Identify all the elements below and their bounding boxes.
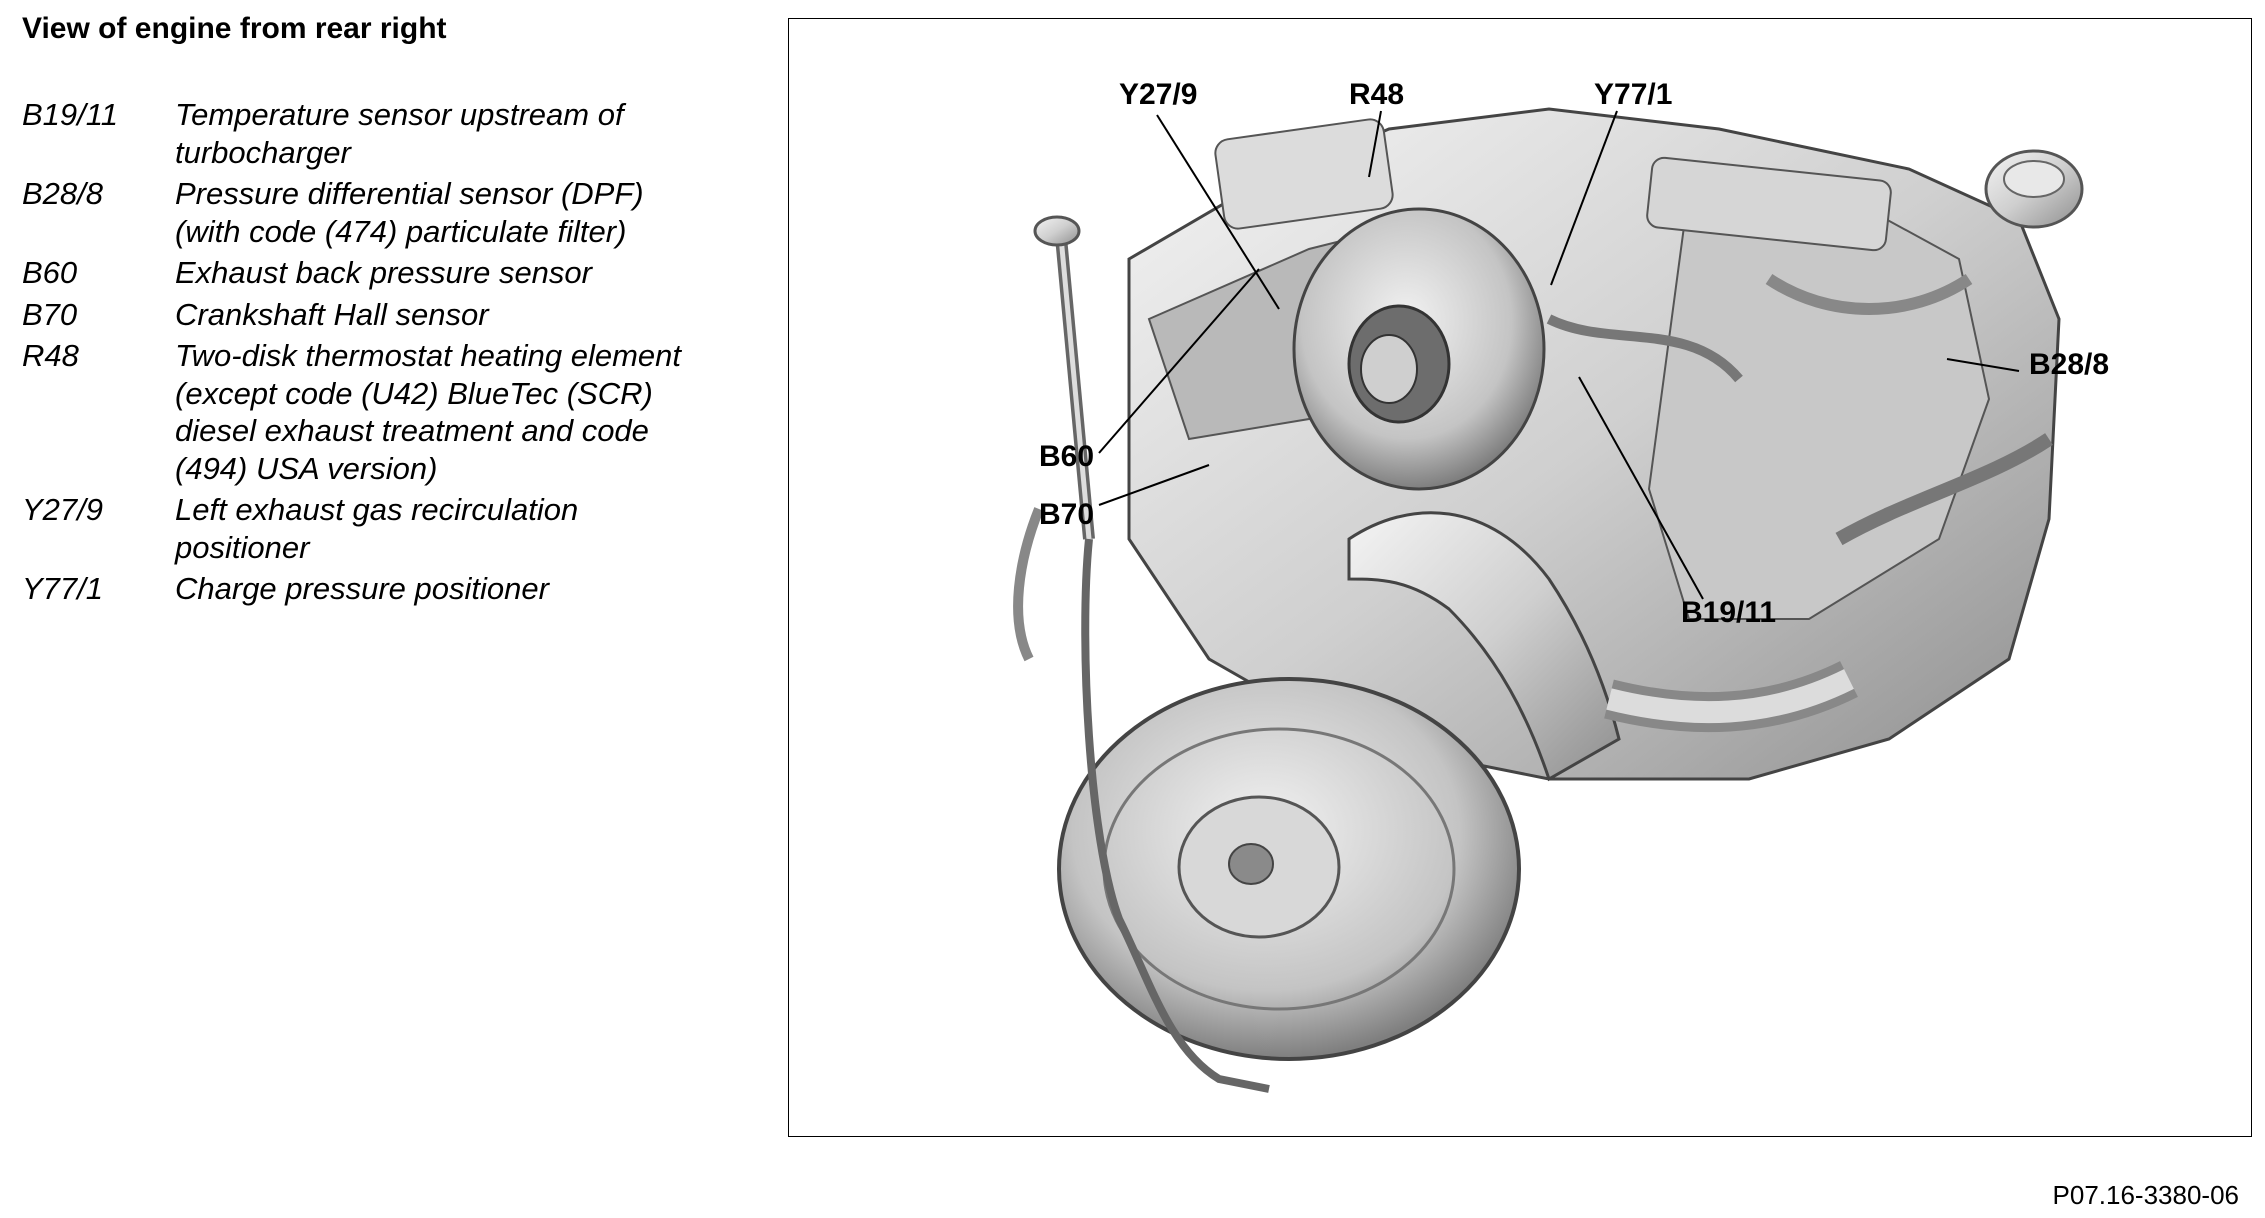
legend-code: B28/8 [22, 176, 104, 211]
turbocharger [1292, 207, 1858, 782]
figure-id: P07.16-3380-06 [2052, 1180, 2239, 1210]
callout-y27-9: Y27/9 [1119, 78, 1197, 111]
legend-description: Pressure differential sensor (DPF) (with… [175, 176, 644, 249]
legend-code: R48 [22, 338, 79, 373]
legend-description: Two-disk thermostat heating element (exc… [175, 338, 681, 486]
callout-b60: B60 [1039, 440, 1094, 473]
legend-description: Exhaust back pressure sensor [175, 255, 592, 290]
legend-item: B60 Exhaust back pressure sensor [22, 254, 752, 292]
callout-y77-1: Y77/1 [1594, 78, 1672, 111]
flywheel [1057, 677, 1521, 1061]
callout-b19-11: B19/11 [1681, 596, 1776, 629]
legend-code: B19/11 [22, 97, 118, 132]
legend-item: B70 Crankshaft Hall sensor [22, 296, 752, 334]
legend-code: Y77/1 [22, 571, 104, 606]
legend-code: B60 [22, 255, 78, 290]
legend-description: Crankshaft Hall sensor [175, 296, 489, 332]
legend-item: B19/11 Temperature sensor upstream of tu… [22, 96, 752, 171]
callout-b28-8: B28/8 [2029, 348, 2109, 381]
legend: B19/11 Temperature sensor upstream of tu… [22, 96, 752, 612]
legend-description: Left exhaust gas recirculation positione… [175, 492, 579, 565]
leader-lines [1098, 110, 2020, 600]
dipstick [1033, 215, 1095, 540]
legend-item: Y77/1 Charge pressure positioner [22, 570, 752, 608]
legend-item: Y27/9 Left exhaust gas recirculation pos… [22, 491, 752, 566]
legend-description: Temperature sensor upstream of turbochar… [175, 97, 624, 170]
legend-item: R48 Two-disk thermostat heating element … [22, 337, 752, 487]
legend-item: B28/8 Pressure differential sensor (DPF)… [22, 175, 752, 250]
legend-code: B70 [22, 296, 78, 332]
legend-code: Y27/9 [22, 492, 104, 527]
lower-pipe [1081, 538, 1270, 1093]
callout-r48: R48 [1349, 78, 1404, 111]
callout-b70: B70 [1039, 498, 1094, 531]
page-title: View of engine from rear right [22, 12, 447, 45]
engine-figure: Y27/9 R48 Y77/1 B28/8 B60 B70 B19/11 [788, 18, 2252, 1137]
legend-description: Charge pressure positioner [175, 571, 549, 606]
engine-illustration: Y27/9 R48 Y77/1 B28/8 B60 B70 B19/11 [1013, 78, 2109, 1093]
